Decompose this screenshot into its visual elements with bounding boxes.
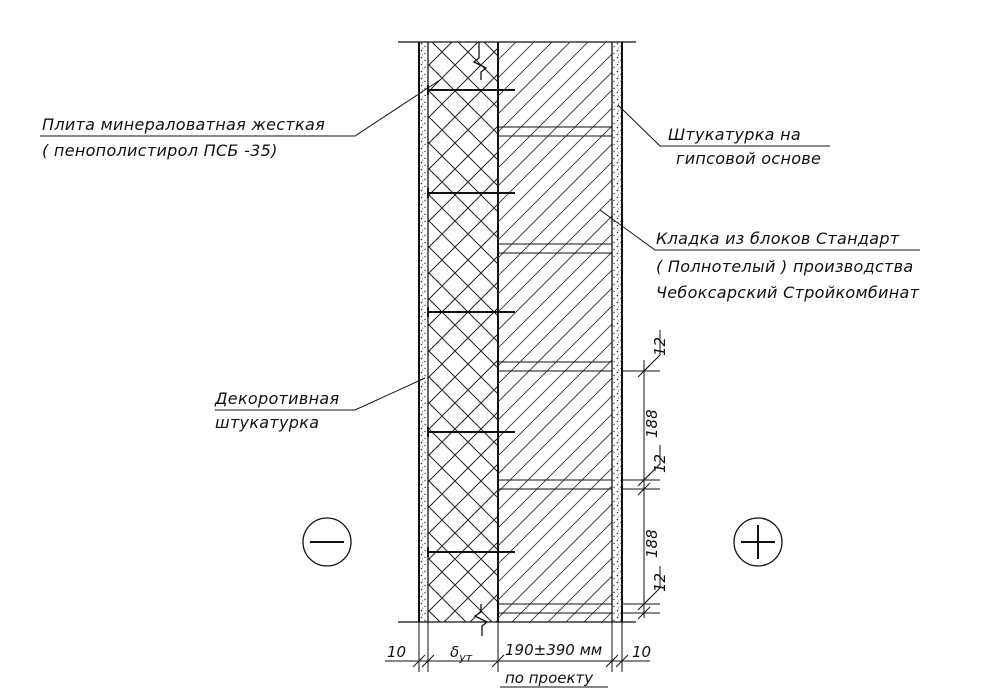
break-mark-top xyxy=(472,42,488,80)
dim-right-plaster: 10 xyxy=(632,643,651,661)
label-decor-2: штукатурка xyxy=(215,413,319,432)
decorative-plaster-layer xyxy=(419,42,428,622)
leader-lines xyxy=(40,79,920,411)
dim-block-1: 188 xyxy=(643,409,661,438)
label-masonry-3: Чебоксарский Стройкомбинат xyxy=(656,283,920,302)
dim-left-plaster: 10 xyxy=(387,643,406,661)
label-masonry-2: ( Полнотелый ) производства xyxy=(656,257,914,276)
label-plaster-inner-2: гипсовой основе xyxy=(676,149,821,168)
inside-side-marker xyxy=(733,517,783,567)
anchor-dowels xyxy=(427,85,515,557)
vertical-dimension-chain xyxy=(622,330,661,620)
label-insulation-1: Плита минераловатная жесткая xyxy=(42,115,325,134)
label-decor-1: Декоротивная xyxy=(214,389,339,408)
dim-block-width: 190±390 мм xyxy=(505,641,602,659)
label-plaster-inner-1: Штукатурка на xyxy=(668,125,801,144)
gypsum-plaster-layer xyxy=(612,42,622,622)
label-insulation-2: ( пенополистирол ПСБ -35) xyxy=(42,141,278,160)
label-masonry-1: Кладка из блоков Стандарт xyxy=(656,229,900,248)
dim-insulation-symbol: δ xyxy=(450,643,459,661)
dim-joint-2: 12 xyxy=(651,454,669,473)
dim-block-2: 188 xyxy=(643,529,661,558)
dim-block-width-note: по проекту xyxy=(505,669,594,687)
dim-insulation-subscript: ут xyxy=(458,651,473,664)
dim-insulation: δут xyxy=(450,643,473,664)
dim-joint-1: 12 xyxy=(651,337,669,356)
masonry-blocks xyxy=(498,42,612,622)
outside-side-marker xyxy=(302,517,352,567)
insulation-layer xyxy=(428,42,498,622)
break-mark-bottom xyxy=(473,604,489,636)
horizontal-dimension-chain xyxy=(385,622,650,672)
dim-joint-3: 12 xyxy=(651,573,669,592)
